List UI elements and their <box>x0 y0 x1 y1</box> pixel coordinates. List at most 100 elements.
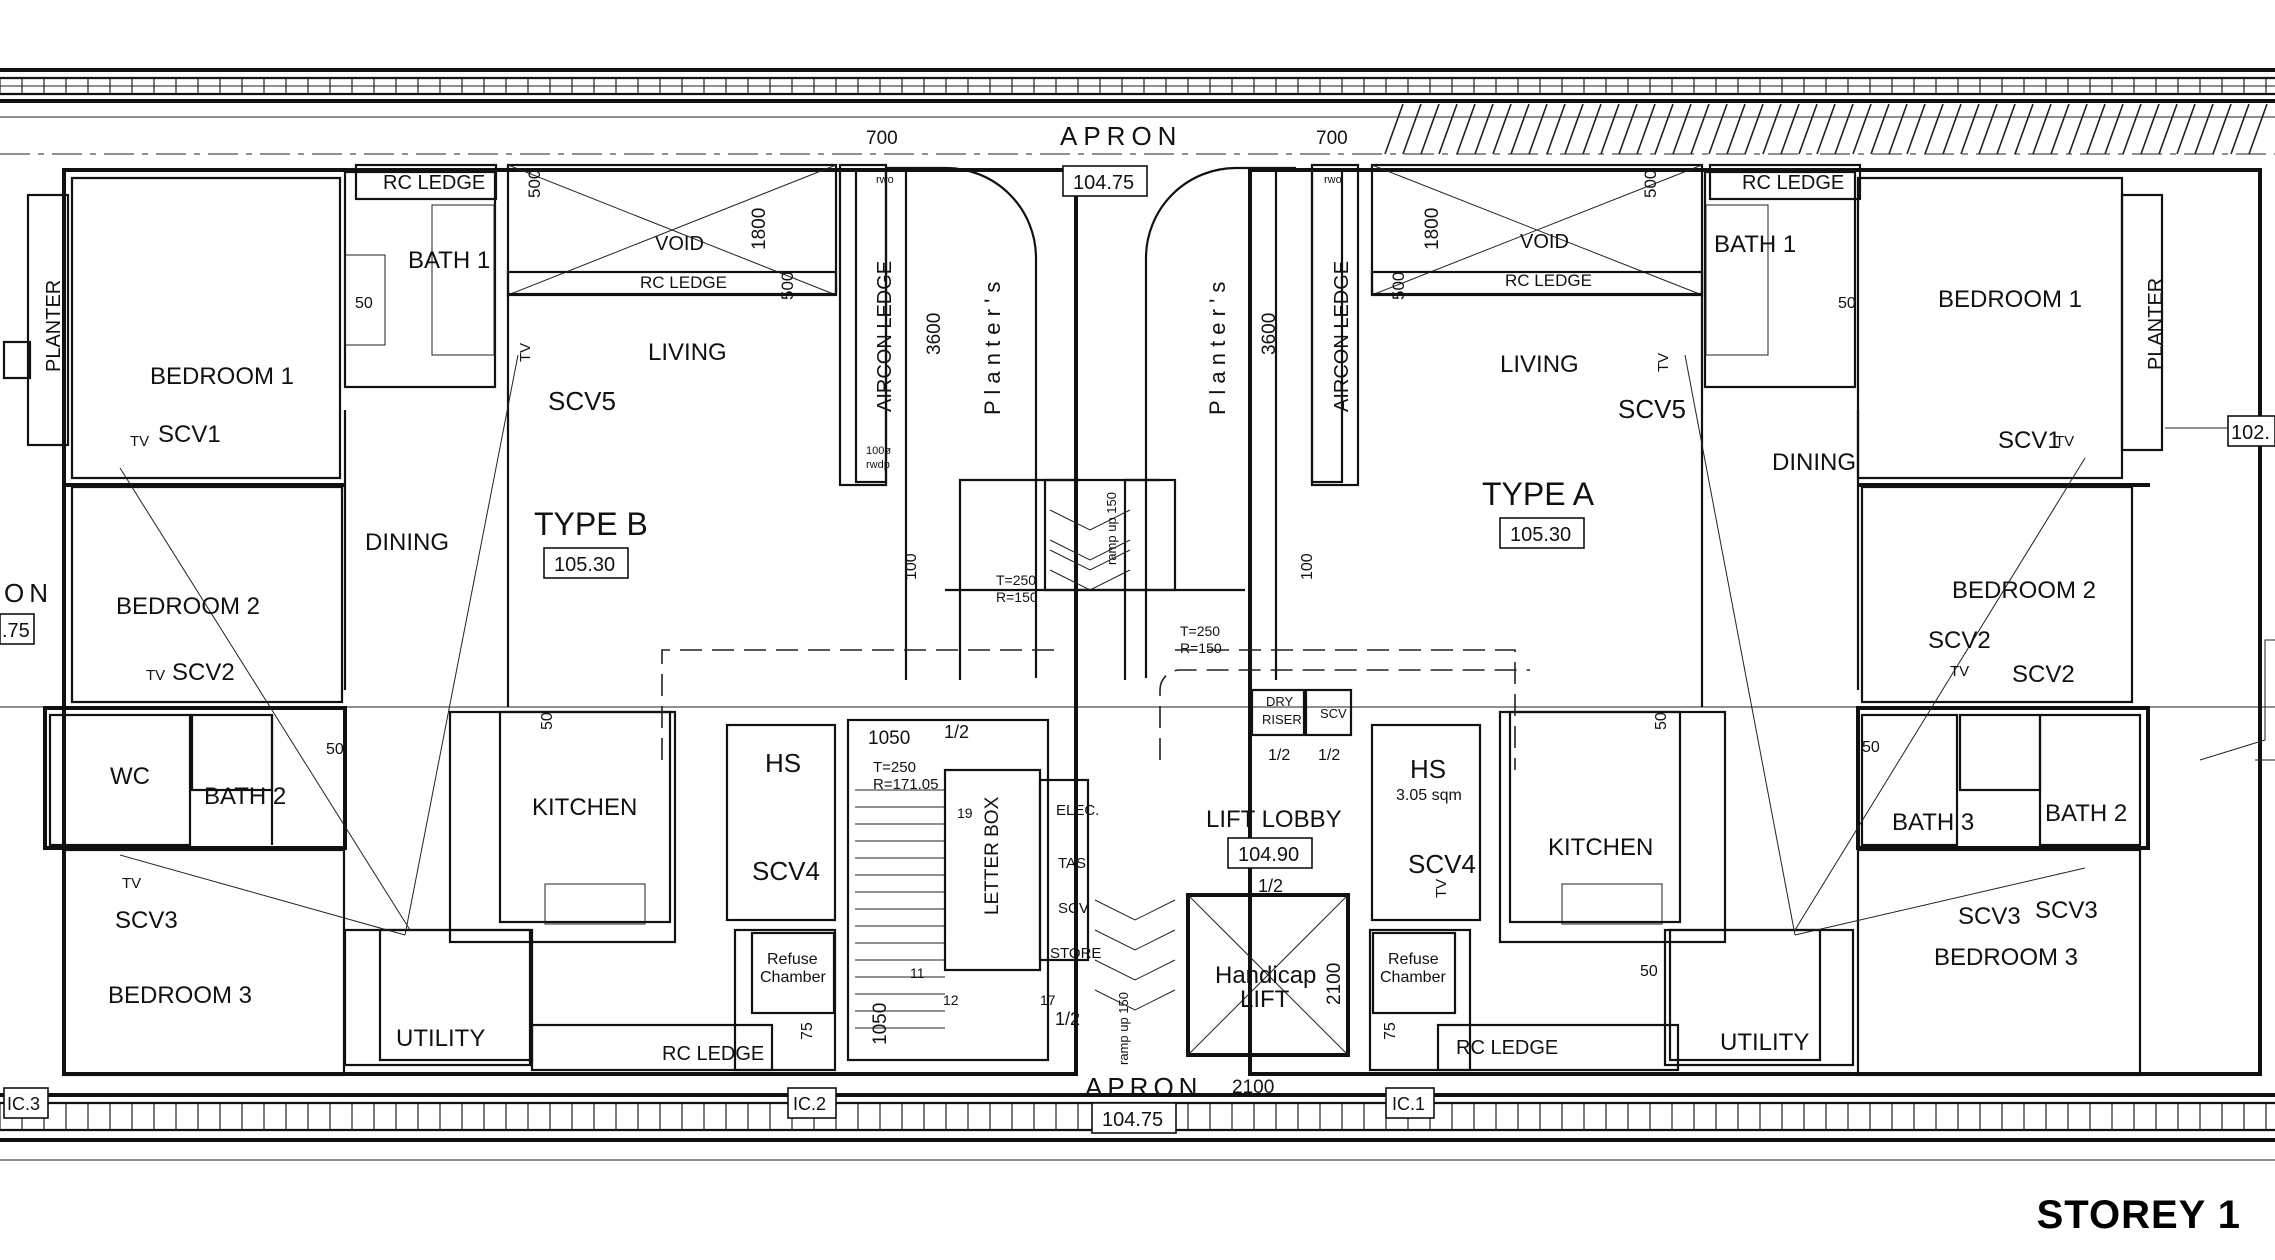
unit-a-hs-area: 3.05 sqm <box>1396 787 1462 804</box>
unit-a-aircon: AIRCON LEDGE <box>1331 261 1353 412</box>
ramp-up-top: ramp up 150 <box>1104 492 1119 565</box>
unit-a-tv1: TV <box>2055 433 2074 450</box>
unit-a-bath2: BATH 2 <box>2045 800 2127 827</box>
unit-b-bedroom1: BEDROOM 1 <box>150 363 294 390</box>
unit-b-planter: PLANTER <box>43 280 65 372</box>
unit-b-rwo: rwo <box>876 174 894 186</box>
unit-a-rc-ledge-void: RC LEDGE <box>1505 271 1592 290</box>
unit-a-level-box <box>1499 517 1585 549</box>
core-walls <box>661 478 1530 1062</box>
unit-b-rc-ledge-top: RC LEDGE <box>383 172 485 194</box>
dim-50-b: 50 <box>326 741 344 758</box>
apron-top-level: 104.75 <box>1073 172 1134 194</box>
unit-b-type: TYPE B <box>534 506 648 542</box>
apron-bottom-label: APRON <box>1085 1072 1202 1102</box>
unit-b-tv5: TV <box>517 343 534 362</box>
apron-bottom-level: 104.75 <box>1102 1109 1163 1131</box>
apron-left-level: .75 <box>2 620 30 642</box>
unit-a-living: LIVING <box>1500 351 1579 378</box>
dry-riser-label-a: DRY <box>1266 694 1294 709</box>
unit-b-scv4: SCV4 <box>752 856 820 886</box>
unit-a-tv2: TV <box>1950 663 1969 680</box>
dim-700-left: 700 <box>866 128 898 149</box>
unit-type-a-walls <box>1144 163 2262 1077</box>
unit-a-chamber: Chamber <box>1380 969 1446 986</box>
dim-3600-right: 3600 <box>1259 313 1280 355</box>
unit-a-void: VOID <box>1520 231 1569 253</box>
unit-a-type: TYPE A <box>1482 476 1595 512</box>
unit-a-bath3: BATH 3 <box>1892 809 1974 836</box>
unit-a-bedroom2: BEDROOM 2 <box>1952 577 2096 604</box>
dim-1050-side: 1050 <box>870 1003 891 1045</box>
unit-b-living: LIVING <box>648 339 727 366</box>
step-17: 17 <box>1040 992 1056 1008</box>
tas-label: TAS <box>1058 855 1086 872</box>
unit-b-tv3: TV <box>122 875 141 892</box>
unit-b-hs: HS <box>765 748 801 778</box>
unit-b-ic3-box <box>3 1087 49 1119</box>
unit-b-rc-ledge-bottom: RC LEDGE <box>662 1043 764 1065</box>
dim-50-g: 50 <box>1640 963 1658 980</box>
unit-a-tv4: TV <box>1433 879 1450 898</box>
top-parapet-band <box>0 68 2275 155</box>
half-d: 1/2 <box>1268 747 1290 764</box>
unit-b-utility: UTILITY <box>396 1025 485 1052</box>
dim-50-a: 50 <box>355 295 373 312</box>
right-edge-level: 102. <box>2231 422 2270 444</box>
unit-a-refuse: Refuse <box>1388 951 1439 968</box>
dim-75-b: 75 <box>1382 1022 1399 1040</box>
unit-b-void: VOID <box>655 233 704 255</box>
unit-a-bedroom1: BEDROOM 1 <box>1938 286 2082 313</box>
unit-b-level-box <box>543 547 629 579</box>
unit-a-rc-ledge-top: RC LEDGE <box>1742 172 1844 194</box>
letter-box-label: LETTER BOX <box>982 796 1003 915</box>
unit-b-ic3: IC.3 <box>7 1094 40 1114</box>
ramp-left-t: T=250 <box>996 572 1036 588</box>
dry-riser-label-b: RISER <box>1262 712 1302 727</box>
unit-a-scv3a: SCV3 <box>1958 903 2021 930</box>
half-e: 1/2 <box>1318 747 1340 764</box>
unit-a-kitchen: KITCHEN <box>1548 834 1653 861</box>
unit-b-tv2: TV <box>146 667 165 684</box>
dim-75-a: 75 <box>799 1022 816 1040</box>
unit-b-kitchen: KITCHEN <box>532 794 637 821</box>
ramp-left-r: R=150 <box>996 589 1038 605</box>
dim-3600-left: 3600 <box>924 313 945 355</box>
dim-1800-right: 1800 <box>1422 208 1443 250</box>
stair-r: R=171.05 <box>873 776 938 793</box>
half-c: 1/2 <box>1258 876 1283 896</box>
store-label: STORE <box>1050 945 1101 962</box>
unit-b-dining: DINING <box>365 529 449 556</box>
unit-a-ic: IC.1 <box>1392 1094 1425 1114</box>
dim-50-f: 50 <box>1862 739 1880 756</box>
dim-50-e: 50 <box>1838 295 1856 312</box>
unit-a-utility: UTILITY <box>1720 1029 1809 1056</box>
dim-700-right: 700 <box>1316 128 1348 149</box>
unit-b-bath2: BATH 2 <box>204 783 286 810</box>
cable-runs <box>119 354 2086 936</box>
unit-b-planters: P l a n t e r ' s <box>980 282 1005 415</box>
unit-a-planters: P l a n t e r ' s <box>1205 282 1230 415</box>
unit-a-rwo: rwo <box>1324 174 1342 186</box>
lift-lobby-level: 104.90 <box>1238 844 1299 866</box>
apron-top-level-box <box>1062 165 1148 197</box>
lift-label: LIFT <box>1240 986 1290 1013</box>
unit-a-scv5: SCV5 <box>1618 394 1686 424</box>
unit-b-aircon: AIRCON LEDGE <box>874 261 896 412</box>
unit-b-bedroom3: BEDROOM 3 <box>108 982 252 1009</box>
unit-b-scv2: SCV2 <box>172 659 235 686</box>
step-12: 12 <box>943 992 959 1008</box>
unit-b-scv5: SCV5 <box>548 386 616 416</box>
unit-b-refuse: Refuse <box>767 951 818 968</box>
unit-b-rwp: 100ø <box>866 445 891 457</box>
unit-a-scv2b: SCV2 <box>2012 661 2075 688</box>
lift-lobby-label: LIFT LOBBY <box>1206 806 1342 833</box>
dim-2100-lift: 2100 <box>1324 963 1345 1005</box>
dim-50-c: 50 <box>539 712 556 730</box>
dim-500-d: 500 <box>1641 170 1660 198</box>
half-b: 1/2 <box>1055 1009 1080 1029</box>
unit-a-scv4: SCV4 <box>1408 849 1476 879</box>
step-19: 19 <box>957 805 973 821</box>
scv-riser-label: SCV <box>1320 706 1347 721</box>
